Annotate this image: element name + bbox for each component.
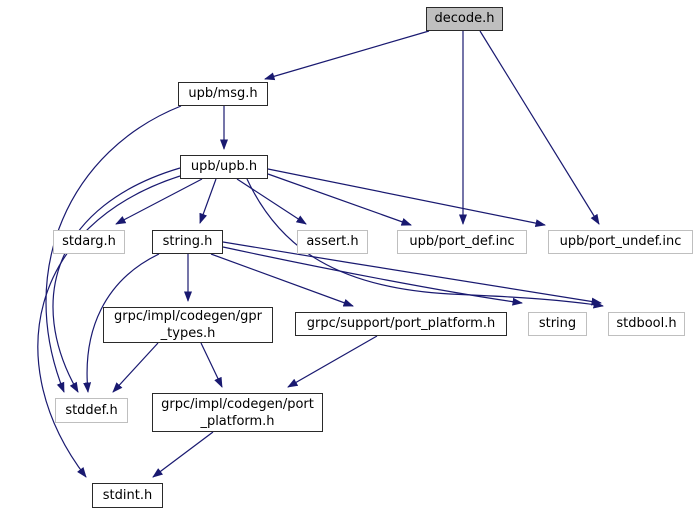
node-grpc-support-port-platform-h[interactable]: grpc/support/port_platform.h <box>295 312 507 336</box>
edge-support-port_platform.h-to-codegen-port_platform.h <box>287 335 378 388</box>
node-upb-upb-h-label: upb/upb.h <box>190 159 258 174</box>
node-upb-port-undef-inc: upb/port_undef.inc <box>548 230 693 254</box>
edge-upb-upb.h-to-stdarg.h <box>115 178 203 225</box>
edge-upb-upb.h-to-upb-port_undef.inc <box>267 168 546 228</box>
edge-codegen-port_platform.h-to-stdint.h <box>152 431 214 478</box>
node-gpr-types-h[interactable]: grpc/impl/codegen/gpr _types.h <box>103 307 273 343</box>
node-string-label: string <box>538 316 577 331</box>
edge-upb-upb.h-to-upb-port_def.inc <box>267 173 412 226</box>
edge-string.h-to-string <box>222 246 523 306</box>
node-upb-msg-h-label: upb/msg.h <box>188 86 258 101</box>
node-string-h-label: string.h <box>162 234 213 249</box>
edge-string.h-to-stddef.h <box>83 253 160 393</box>
node-upb-upb-h[interactable]: upb/upb.h <box>180 155 268 179</box>
node-upb-port-def-inc-label: upb/port_def.inc <box>409 234 515 249</box>
node-grpc-impl-codegen-port-platform-h[interactable]: grpc/impl/codegen/port _platform.h <box>152 393 323 432</box>
node-stdarg-h: stdarg.h <box>53 230 125 254</box>
edge-upb-upb.h-to-assert.h <box>236 178 307 225</box>
node-decode-h-label: decode.h <box>434 11 495 26</box>
node-grpc-support-port-platform-h-label: grpc/support/port_platform.h <box>306 316 496 331</box>
node-stdint-h[interactable]: stdint.h <box>92 483 163 508</box>
node-stddef-h-label: stddef.h <box>65 402 118 418</box>
node-grpc-impl-codegen-port-platform-h-label-line2: _platform.h <box>200 413 275 429</box>
edge-upb-upb.h-to-string.h <box>199 178 217 224</box>
node-assert-h-label: assert.h <box>306 234 359 249</box>
node-upb-port-def-inc: upb/port_def.inc <box>397 230 527 254</box>
node-stddef-h: stddef.h <box>55 398 128 423</box>
edge-decode.h-to-upb-msg.h <box>264 30 430 81</box>
edge-decode.h-to-upb-port_undef.inc <box>479 30 600 225</box>
node-stdint-h-label: stdint.h <box>102 487 153 503</box>
node-grpc-impl-codegen-port-platform-h-label-line1: grpc/impl/codegen/port <box>161 396 314 412</box>
edge-string.h-to-stdbool.h <box>222 241 602 306</box>
node-upb-port-undef-inc-label: upb/port_undef.inc <box>559 234 682 249</box>
edge-upb-upb.h-to-stddef.h <box>52 167 181 393</box>
edge-upb-upb.h-to-stdint.h <box>37 175 181 478</box>
node-decode-h: decode.h <box>426 7 503 31</box>
edge-upb-upb.h-to-stdbool.h <box>246 178 604 309</box>
edge-upb-msg.h-to-stddef.h <box>45 105 182 393</box>
node-stdarg-h-label: stdarg.h <box>62 234 116 249</box>
node-stdbool-h: stdbool.h <box>608 312 685 336</box>
edge-gpr_types.h-to-stddef.h <box>112 342 159 393</box>
node-upb-msg-h[interactable]: upb/msg.h <box>178 82 268 106</box>
node-stdbool-h-label: stdbool.h <box>616 316 677 331</box>
node-string-h[interactable]: string.h <box>152 230 223 254</box>
node-assert-h: assert.h <box>297 230 368 254</box>
edge-gpr_types.h-to-codegen-port_platform.h <box>200 342 223 388</box>
node-string: string <box>528 312 587 336</box>
edge-string.h-to-support-port_platform.h <box>210 253 354 307</box>
node-gpr-types-h-label-line2: _types.h <box>160 326 216 341</box>
node-gpr-types-h-label-line1: grpc/impl/codegen/gpr <box>114 309 262 324</box>
